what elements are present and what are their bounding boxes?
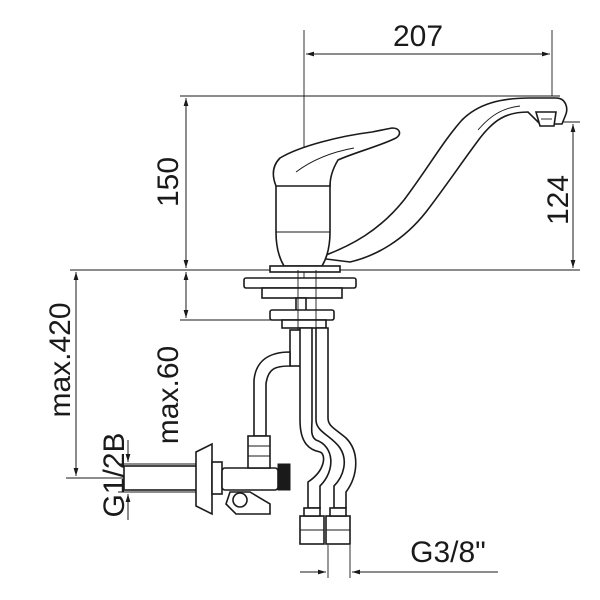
clamp-plate <box>269 309 335 321</box>
dim-max-hose-offset: max.60 <box>152 272 300 444</box>
faucet-body <box>269 97 568 273</box>
valve-handle <box>225 491 271 515</box>
mounting-hardware <box>243 270 357 330</box>
hose-to-valve <box>253 351 291 437</box>
dim-spout-reach: 207 <box>303 20 553 300</box>
dim-total-height: 150 <box>152 95 560 268</box>
dim-label-124: 124 <box>542 175 575 225</box>
flange <box>243 277 357 289</box>
hose-cold <box>299 327 332 509</box>
spout <box>317 97 568 263</box>
dim-label-207: 207 <box>393 20 443 53</box>
angle-valve <box>123 435 291 516</box>
dim-label-max60: max.60 <box>152 346 185 444</box>
cartridge-body <box>275 183 331 267</box>
lever-handle <box>272 127 401 187</box>
inlet-pipe <box>123 465 205 491</box>
dim-label-g38: G3/8" <box>410 536 486 569</box>
wall-rosette <box>195 442 213 516</box>
dim-hose-thread: G3/8" <box>300 536 498 578</box>
valve-body <box>221 467 279 491</box>
dim-label-max420: max.420 <box>44 302 77 417</box>
base-plate <box>269 265 341 273</box>
dim-spout-height: 124 <box>542 121 580 268</box>
dim-label-150: 150 <box>152 157 185 207</box>
valve-knob <box>277 463 291 491</box>
